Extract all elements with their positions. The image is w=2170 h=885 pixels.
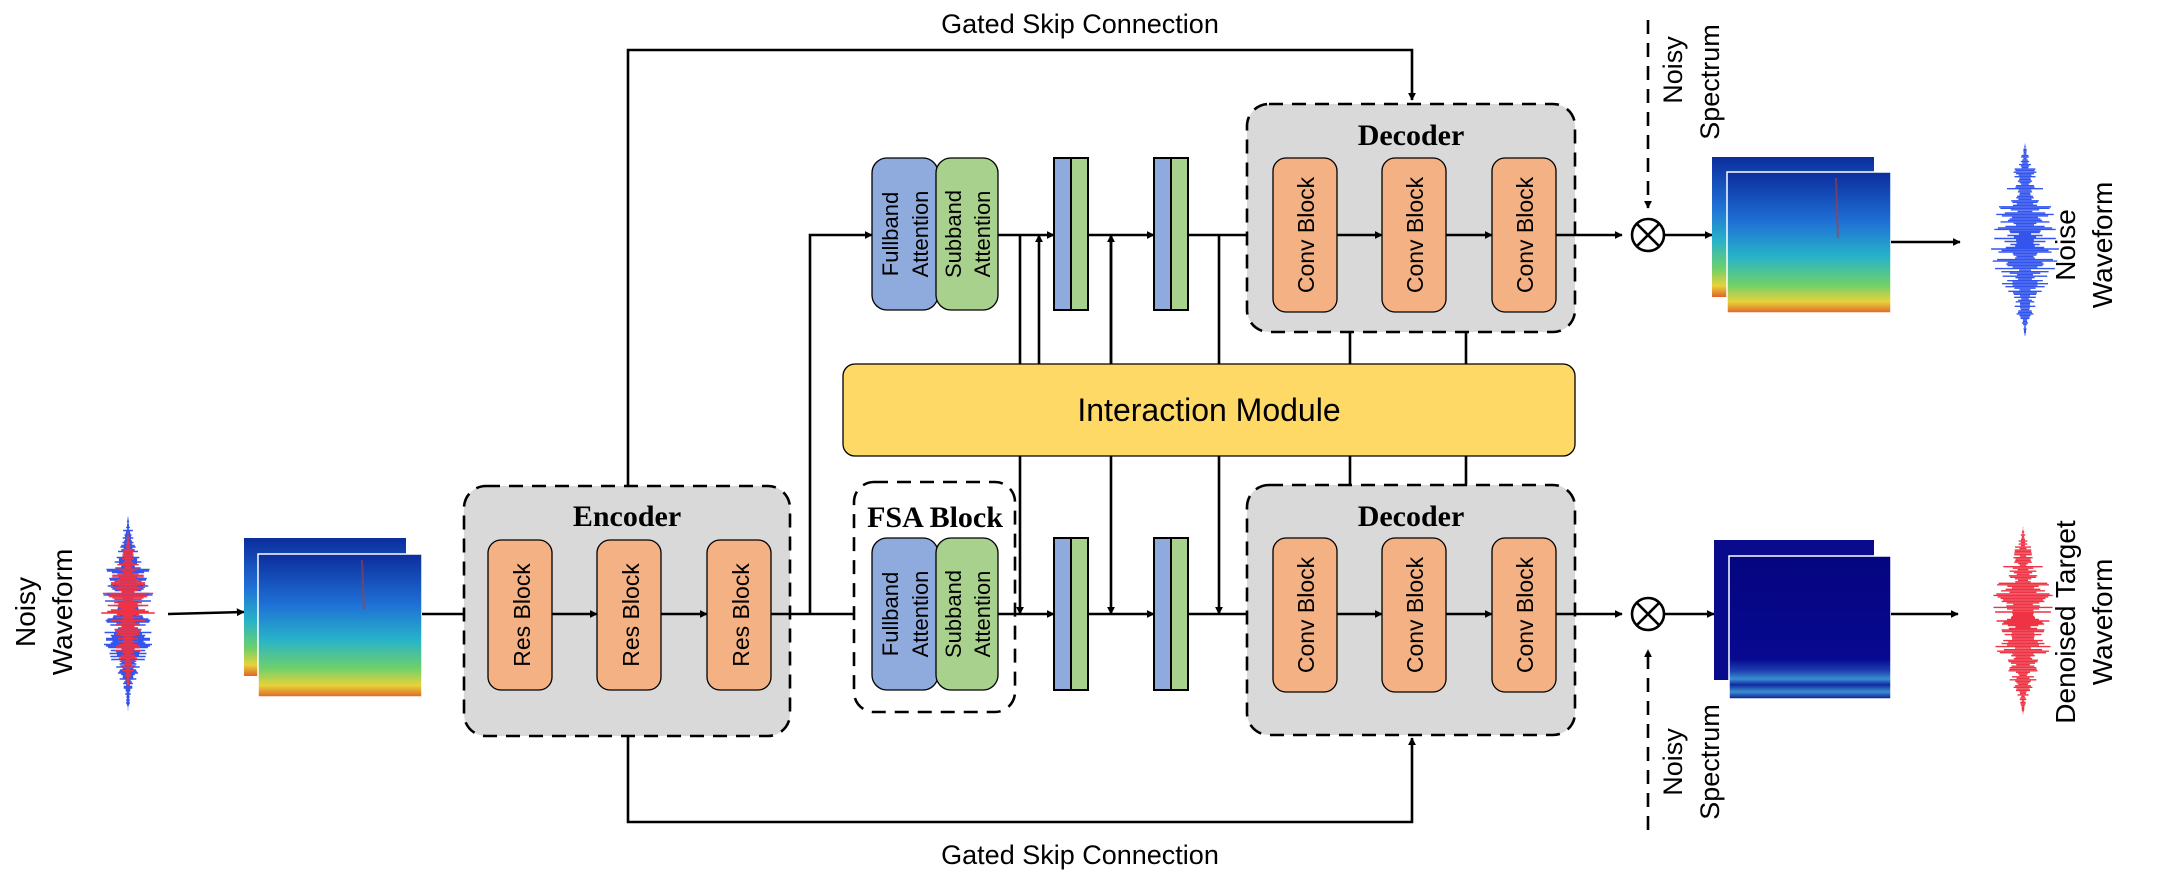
bottom-fullband-attention: Fullband Attention	[871, 537, 939, 691]
waveform-trace	[101, 530, 155, 690]
svg-text:Interaction Module: Interaction Module	[1077, 392, 1340, 428]
svg-text:Conv Block: Conv Block	[1512, 176, 1538, 293]
res-block-2: Res Block	[596, 539, 662, 691]
waveform-trace	[1993, 526, 2053, 716]
bottom-feature-bar-1	[1053, 537, 1089, 691]
noise-waveform-label: Noise Waveform	[2050, 182, 2118, 309]
svg-text:Res Block: Res Block	[509, 563, 535, 667]
input-spectrogram	[244, 538, 423, 698]
noisy-waveform-label: Noisy Waveform	[10, 549, 78, 676]
svg-text:Attention: Attention	[970, 571, 995, 658]
bottom-feature-bar-2	[1153, 537, 1189, 691]
svg-text:Conv Block: Conv Block	[1293, 556, 1319, 673]
bottom-multiply-icon	[1630, 596, 1666, 632]
top-feature-bar-1	[1053, 157, 1089, 311]
top-skip-label: Gated Skip Connection	[941, 9, 1219, 39]
top-conv-block-1: Conv Block	[1272, 157, 1338, 313]
svg-text:Noisy: Noisy	[1658, 36, 1688, 104]
noisy-waveform	[101, 516, 155, 712]
svg-text:Noise: Noise	[2050, 209, 2081, 281]
top-multiply-icon	[1630, 217, 1666, 253]
svg-text:Denoised Target: Denoised Target	[2050, 520, 2081, 724]
bottom-skip-connection	[626, 737, 1416, 824]
svg-text:Fullband: Fullband	[878, 192, 903, 276]
top-skip-connection	[626, 48, 1416, 486]
top-conv-block-2: Conv Block	[1381, 157, 1447, 313]
svg-text:Spectrum: Spectrum	[1695, 704, 1725, 820]
interaction-module: Interaction Module	[842, 363, 1576, 457]
svg-text:Conv Block: Conv Block	[1512, 556, 1538, 673]
svg-text:Subband: Subband	[941, 570, 966, 658]
top-noisy-spectrum-label: Noisy Spectrum	[1658, 24, 1725, 140]
waveform-trace	[1991, 142, 2059, 336]
res-block-1: Res Block	[487, 539, 553, 691]
svg-text:Res Block: Res Block	[618, 563, 644, 667]
top-decoder-title: Decoder	[1358, 119, 1465, 152]
svg-text:Attention: Attention	[908, 191, 933, 278]
svg-text:Fullband: Fullband	[878, 572, 903, 656]
res-block-3: Res Block	[706, 539, 772, 691]
encoder-title: Encoder	[573, 500, 681, 533]
bottom-conv-block-2: Conv Block	[1381, 537, 1447, 693]
denoised-spectrogram	[1714, 540, 1892, 700]
svg-text:Noisy: Noisy	[1658, 728, 1688, 796]
svg-text:Conv Block: Conv Block	[1402, 176, 1428, 293]
top-subband-attention: Subband Attention	[935, 157, 999, 311]
svg-text:Attention: Attention	[908, 571, 933, 658]
bottom-skip-label: Gated Skip Connection	[941, 840, 1219, 870]
svg-text:Noisy: Noisy	[10, 577, 41, 647]
fsa-title: FSA Block	[867, 501, 1003, 534]
svg-text:Res Block: Res Block	[728, 563, 754, 667]
bottom-conv-block-1: Conv Block	[1272, 537, 1338, 693]
top-feature-bar-2	[1153, 157, 1189, 311]
svg-text:Waveform: Waveform	[2087, 182, 2118, 309]
bottom-subband-attention: Subband Attention	[935, 537, 999, 691]
svg-text:Conv Block: Conv Block	[1402, 556, 1428, 673]
svg-text:Attention: Attention	[970, 191, 995, 278]
top-fullband-attention: Fullband Attention	[871, 157, 939, 311]
top-conv-block-3: Conv Block	[1491, 157, 1557, 313]
denoised-waveform-label: Denoised Target Waveform	[2050, 520, 2118, 724]
svg-text:Subband: Subband	[941, 190, 966, 278]
bottom-decoder-title: Decoder	[1358, 500, 1465, 533]
svg-text:Waveform: Waveform	[47, 549, 78, 676]
noise-spectrogram	[1712, 157, 1892, 314]
svg-text:Waveform: Waveform	[2087, 559, 2118, 686]
noise-waveform	[1991, 142, 2059, 336]
svg-text:Spectrum: Spectrum	[1695, 24, 1725, 140]
svg-text:Conv Block: Conv Block	[1293, 176, 1319, 293]
bottom-conv-block-3: Conv Block	[1491, 537, 1557, 693]
bottom-noisy-spectrum-label: Noisy Spectrum	[1658, 704, 1725, 820]
denoised-target-waveform	[1993, 526, 2053, 716]
